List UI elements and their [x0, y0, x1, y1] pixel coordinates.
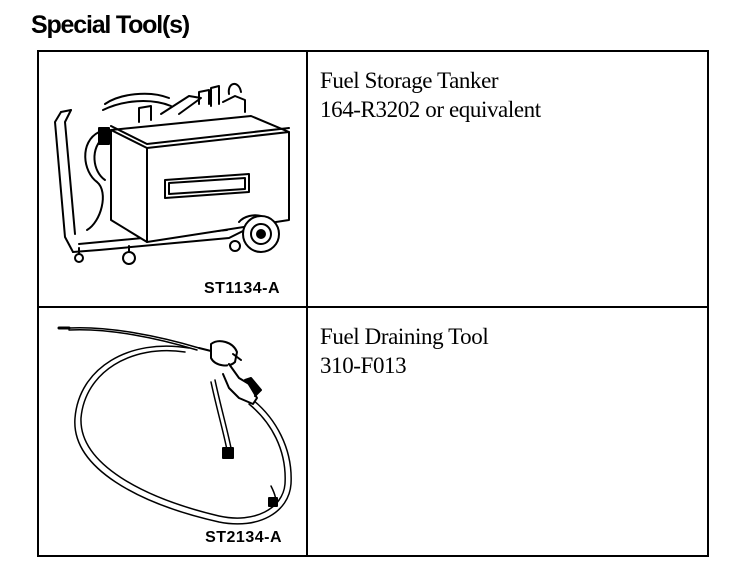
tool-ref-code: ST1134-A: [203, 280, 280, 297]
fuel-storage-tanker-illustration: [54, 83, 290, 265]
tool-illustration-cell: ST2134-A: [39, 308, 308, 555]
tool-row-fuel-storage-tanker: ST1134-A Fuel Storage Tanker 164-R3202 o…: [39, 52, 707, 308]
fuel-draining-hose-illustration: [57, 326, 292, 525]
tool-name: Fuel Draining Tool: [320, 324, 489, 349]
tool-ref-code: ST2134-A: [205, 529, 282, 546]
tool-number: 164-R3202 or equivalent: [320, 97, 541, 122]
special-tools-table: ST1134-A Fuel Storage Tanker 164-R3202 o…: [37, 50, 709, 557]
tool-description-cell: Fuel Storage Tanker 164-R3202 or equival…: [308, 52, 707, 306]
tool-description-cell: Fuel Draining Tool 310-F013: [308, 308, 707, 555]
tool-illustration-cell: ST1134-A: [39, 52, 308, 306]
tool-name: Fuel Storage Tanker: [320, 68, 499, 93]
tool-number: 310-F013: [320, 353, 407, 378]
tool-row-fuel-draining-tool: ST2134-A Fuel Draining Tool 310-F013: [39, 308, 707, 555]
page-heading: Special Tool(s): [31, 11, 190, 39]
